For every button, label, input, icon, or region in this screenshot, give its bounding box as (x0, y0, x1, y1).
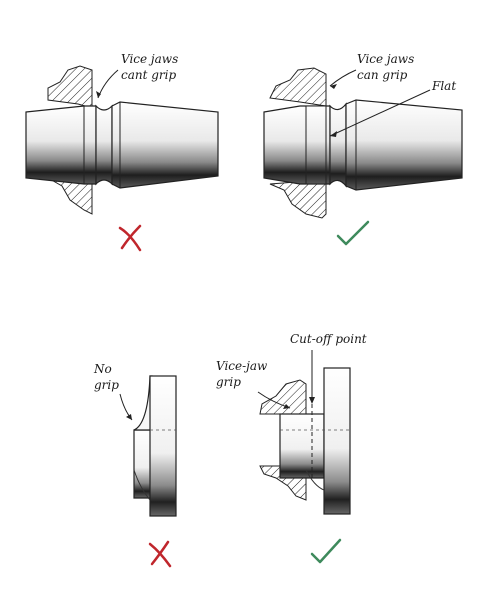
label-line-2: grip (94, 378, 119, 392)
flat-section (305, 105, 327, 185)
flange-hub (279, 413, 325, 479)
red-cross-icon (118, 224, 142, 252)
label-line-1: Vice jaws (121, 52, 178, 66)
label-flat: Flat (431, 79, 456, 93)
label-line-1: Vice-jaw (216, 359, 268, 373)
label-line-1: No (93, 362, 112, 376)
neck-groove (329, 102, 347, 188)
shaft-right-section (111, 101, 219, 189)
shaft-left-section (25, 105, 97, 185)
neck-groove (95, 104, 113, 186)
label-line-1: Vice jaws (357, 52, 414, 66)
label-line-2: cant grip (121, 68, 176, 82)
figure-shaft-good: Vice jaws can grip Flat (263, 52, 463, 219)
vice-jaw-top (259, 379, 307, 415)
flange-disc (323, 367, 351, 515)
figure-flange-good: Cut-off point Vice-jaw grip (216, 332, 367, 515)
green-check-icon (336, 220, 370, 246)
red-cross-icon (148, 540, 172, 568)
fillet-curve (133, 375, 153, 431)
leader-line (329, 69, 357, 87)
leader-line-flat (329, 89, 431, 137)
vice-jaw-bottom (269, 181, 327, 219)
shaft-right-section (345, 99, 463, 191)
figure-flange-bad: No grip (93, 362, 177, 517)
label-line-2: can grip (357, 68, 408, 82)
label-line-2: grip (216, 375, 241, 389)
vice-jaw-top (269, 67, 327, 107)
flange-disc (149, 375, 177, 517)
vice-jaw-top (47, 65, 93, 109)
label-cut-off-point: Cut-off point (290, 332, 367, 346)
green-check-icon (310, 538, 342, 564)
leader-line (97, 69, 119, 99)
figure-shaft-bad: Vice jaws cant grip (25, 52, 219, 215)
flange-hub (133, 429, 153, 499)
